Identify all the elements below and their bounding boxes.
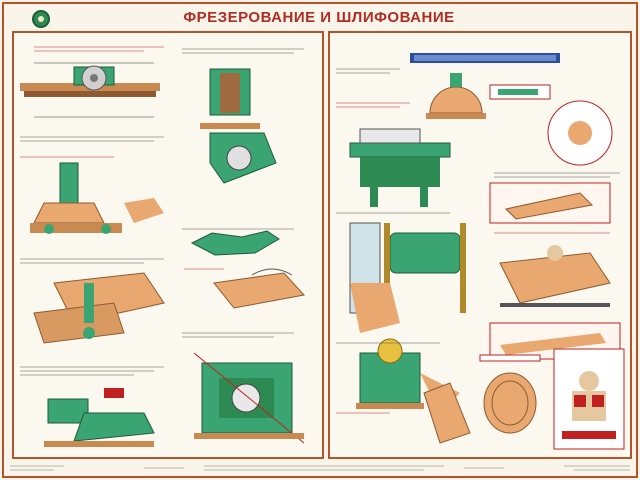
worker-icon: [489, 245, 621, 360]
grinding-machine-icon: [426, 73, 486, 119]
title-bar: ФРЕЗЕРОВАНИЕ И ШЛИФОВАНИЕ: [4, 4, 636, 32]
footer: [4, 460, 636, 476]
milling-illustrations: [20, 46, 305, 447]
poster-title: ФРЕЗЕРОВАНИЕ И ШЛИФОВАНИЕ: [183, 9, 455, 26]
milling-machine-icon: [20, 62, 160, 118]
footer-marks: [10, 465, 630, 471]
wood-blank-icon: [423, 382, 471, 444]
grinding-panel: [328, 31, 632, 459]
grinding-illustrations: [336, 53, 625, 450]
milling-panel: [12, 31, 324, 459]
logo-icon: [32, 10, 50, 28]
